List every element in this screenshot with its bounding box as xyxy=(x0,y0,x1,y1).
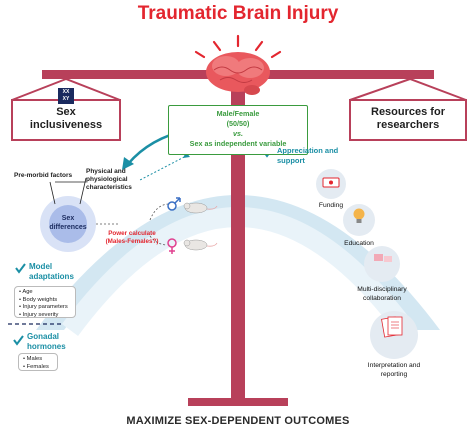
female-symbol-icon xyxy=(167,238,177,254)
model-adaptations-label: Model adaptations xyxy=(29,262,74,281)
sex-diff-core xyxy=(49,205,87,243)
model-adaptations-list: • Age • Body weights • Injury parameters… xyxy=(14,286,76,318)
male-symbol-icon xyxy=(167,197,181,211)
education-label: Education xyxy=(344,240,374,247)
right-pan-box xyxy=(349,99,467,141)
impact-rays-icon xyxy=(194,34,282,59)
appreciation-label: Appreciation and support xyxy=(277,146,339,165)
list-item: • Body weights xyxy=(19,296,58,303)
list-item: • Age xyxy=(19,289,33,295)
xx-xy-icon: XX XY xyxy=(58,88,74,104)
bottom-banner: MAXIMIZE SEX-DEPENDENT OUTCOMES xyxy=(126,415,350,427)
gonadal-list: • Males • Females xyxy=(18,353,58,371)
male-rat-icon xyxy=(183,202,218,214)
gonadal-hormones-label: Gonadal hormones xyxy=(27,332,66,351)
collaboration-icon xyxy=(374,254,383,261)
lightbulb-icon xyxy=(353,208,365,220)
collaboration-label: Multi-disciplinary collaboration xyxy=(357,286,407,302)
male-female-box: Male/Female (50/50) vs. Sex as independe… xyxy=(168,105,308,155)
arc-band xyxy=(36,195,440,330)
resources-label: Resources for researchers xyxy=(371,106,445,131)
left-pan-box xyxy=(11,99,121,141)
teal-arrowhead xyxy=(122,157,134,170)
right-pan-roof xyxy=(349,77,467,101)
list-item: • Males xyxy=(23,356,43,362)
diagram-title: Traumatic Brain Injury xyxy=(137,3,339,24)
scale-pole xyxy=(231,80,245,398)
check-icon xyxy=(13,335,24,346)
check-icon xyxy=(15,263,26,274)
female-rat-icon xyxy=(183,239,218,251)
brain-icon xyxy=(206,52,270,95)
list-item: • Females xyxy=(23,363,49,370)
premorbid-label: Pre-morbid factors xyxy=(14,172,73,179)
sex-inclusiveness-label: Sex inclusiveness xyxy=(29,106,103,131)
dashed-connector xyxy=(139,154,189,181)
funding-label: Funding xyxy=(318,202,344,209)
power-calc-label: Power calculate (Males-Females?) xyxy=(105,230,159,245)
scale-base xyxy=(188,398,288,406)
collaboration-circle xyxy=(364,246,400,282)
physical-label: Physical and physiological characteristi… xyxy=(86,168,132,191)
sex-differences-label: Sex differences xyxy=(49,215,87,231)
list-item: • Injury parameters xyxy=(19,304,68,311)
report-icon xyxy=(381,316,403,338)
list-item: • Injury severity xyxy=(19,311,59,318)
interpretation-label: Interpretation and reporting xyxy=(367,362,421,378)
